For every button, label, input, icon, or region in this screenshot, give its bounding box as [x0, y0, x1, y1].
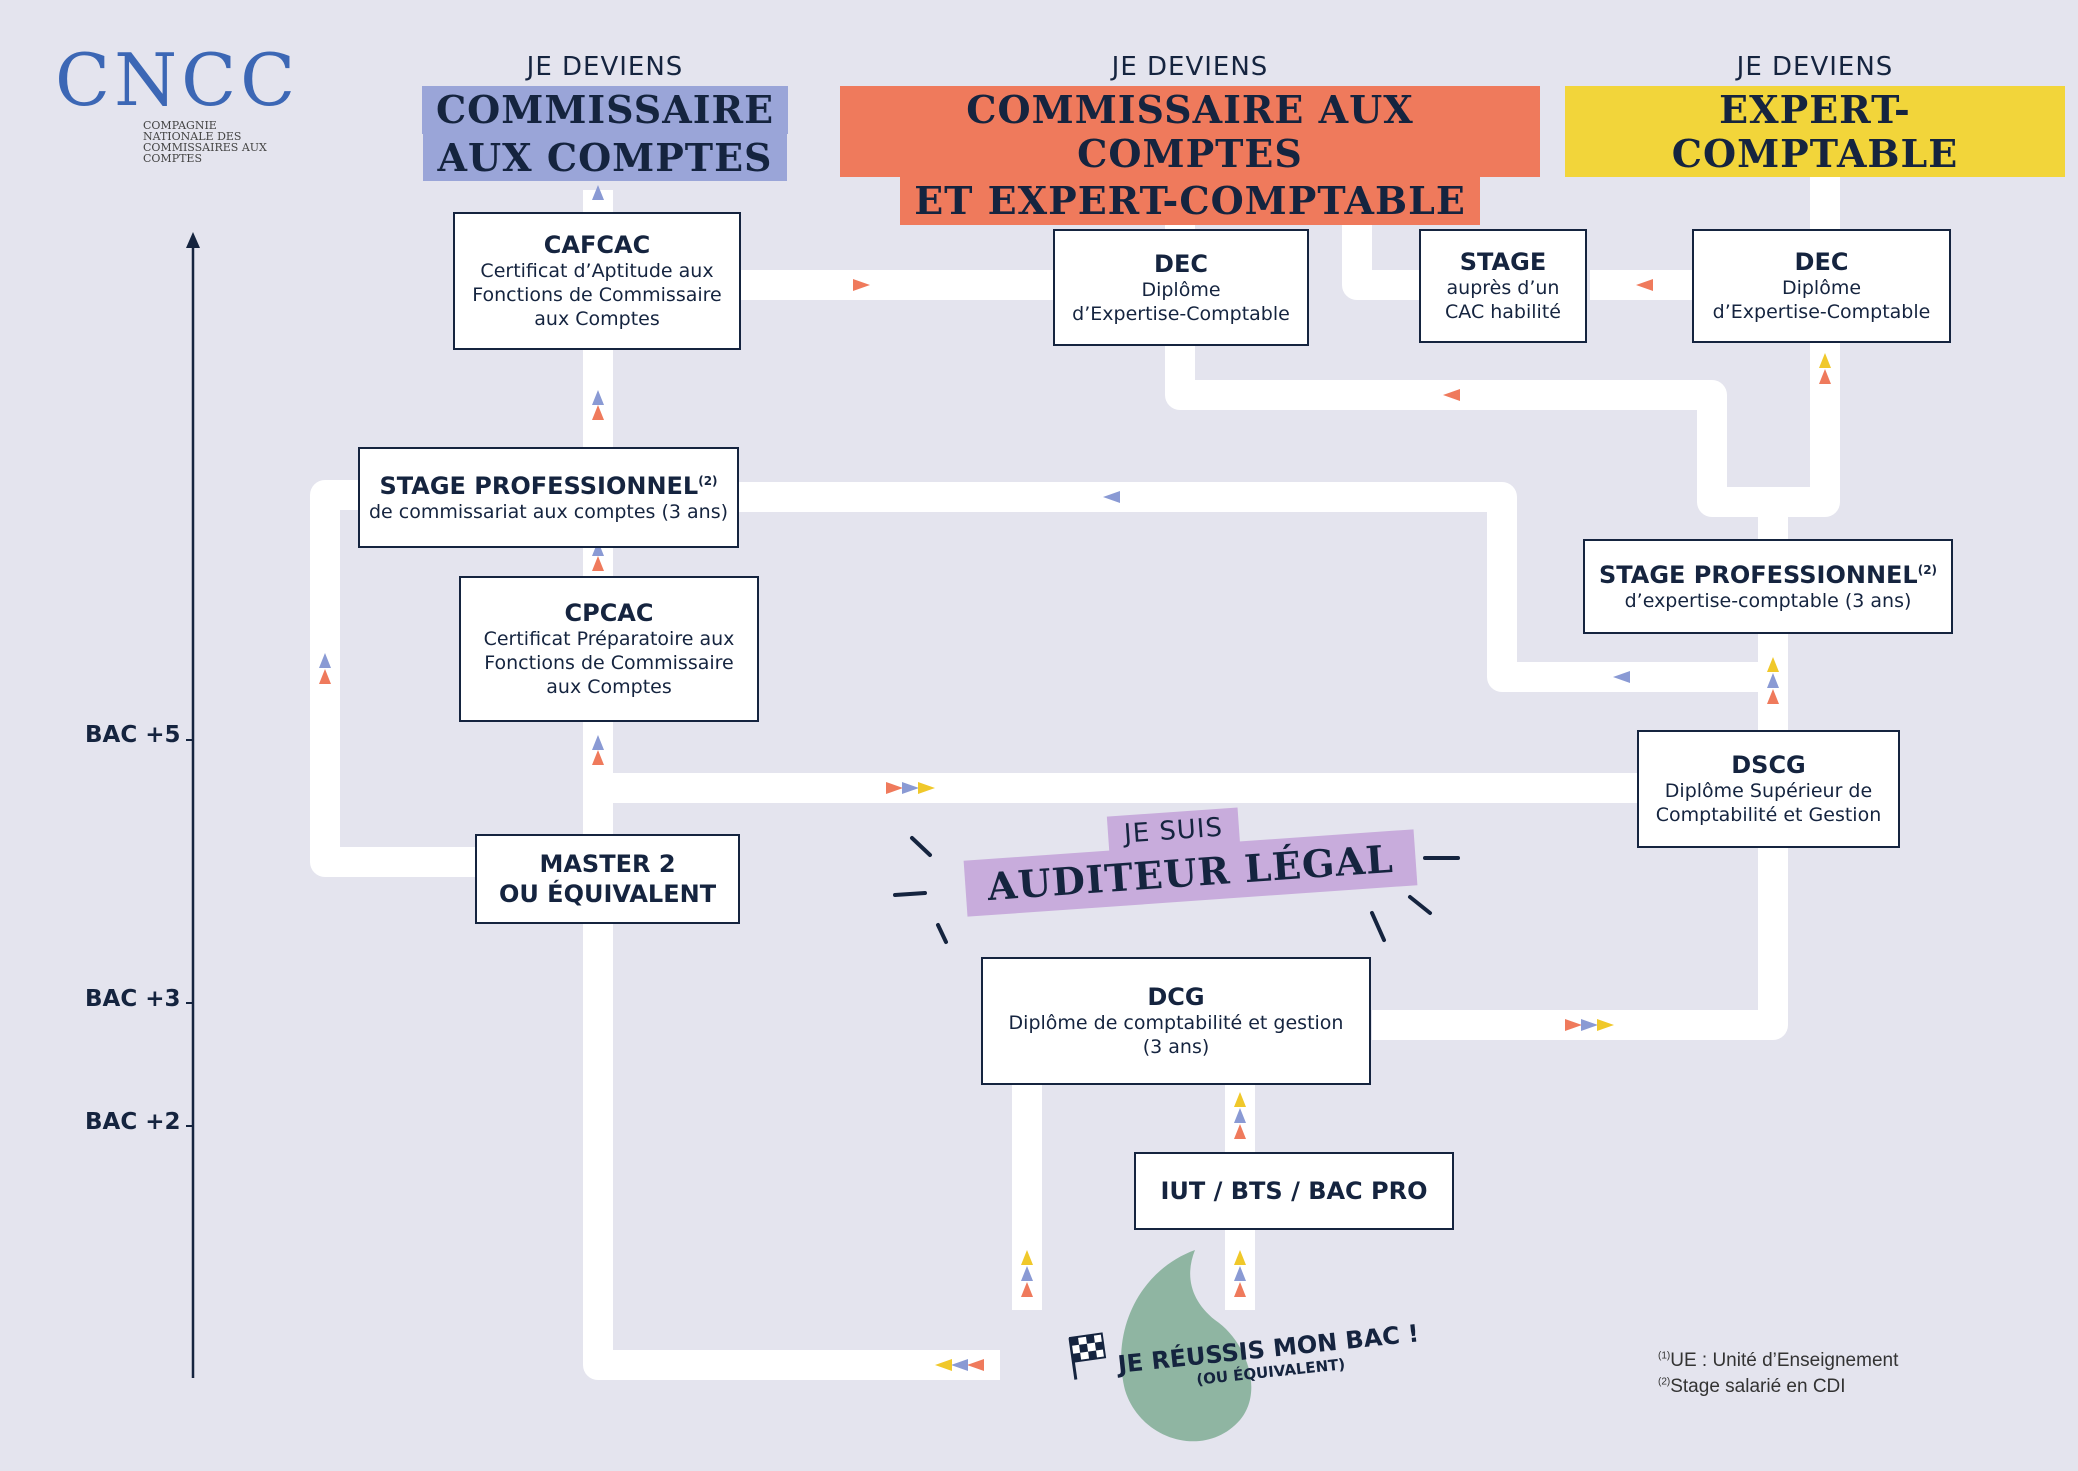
- box-line: Certificat Préparatoire aux: [483, 628, 735, 651]
- box-stage-pro-ec: STAGE PROFESSIONNEL(2) d’expertise-compt…: [1583, 539, 1953, 634]
- box-title: MASTER 2: [539, 850, 676, 878]
- box-line: d’Expertise-Comptable: [1712, 301, 1931, 323]
- footnote-ref: (2): [1917, 562, 1938, 577]
- footnote-mark: (1): [1658, 1350, 1671, 1362]
- logo-letters: CNCC: [55, 38, 300, 122]
- level-bac3: BAC +3: [85, 986, 181, 1012]
- direction-arrows: [319, 158, 1831, 1371]
- box-dcg: DCG Diplôme de comptabilité et gestion (…: [981, 957, 1371, 1085]
- box-title: STAGE PROFESSIONNEL: [379, 471, 699, 500]
- footnote-1: (1)UE : Unité d’Enseignement: [1658, 1348, 1898, 1374]
- logo-line: COMPAGNIE: [143, 119, 217, 132]
- heading-line: COMMISSAIRE: [421, 86, 789, 134]
- heading-cac-ec: JE DEVIENS COMMISSAIRE AUX COMPTES ET EX…: [840, 52, 1540, 226]
- box-line: auprès d’un: [1446, 277, 1560, 300]
- box-title: STAGE PROFESSIONNEL: [1598, 560, 1918, 589]
- box-line: aux Comptes: [534, 307, 660, 330]
- footnote-text: Stage salarié en CDI: [1670, 1375, 1846, 1397]
- box-line: Diplôme: [1781, 277, 1862, 300]
- logo-subtitle: COMPAGNIE NATIONALE DES COMMISSAIRES AUX…: [143, 120, 267, 164]
- box-dec-1: DEC Diplôme d’Expertise-Comptable: [1053, 229, 1309, 346]
- logo-line: NATIONALE DES: [143, 130, 242, 143]
- box-dec-2: DEC Diplôme d’Expertise-Comptable: [1692, 229, 1951, 343]
- heading-line: AUX COMPTES: [423, 133, 787, 182]
- box-title: IUT / BTS / BAC PRO: [1160, 1177, 1428, 1205]
- box-title: DSCG: [1731, 751, 1806, 780]
- footnotes: (1)UE : Unité d’Enseignement (2)Stage sa…: [1658, 1348, 1898, 1399]
- heading-small: JE DEVIENS: [1736, 52, 1894, 82]
- box-line: Fonctions de Commissaire: [484, 652, 734, 675]
- level-bac5: BAC +5: [85, 722, 181, 748]
- cncc-logo: CNCC COMPAGNIE NATIONALE DES COMMISSAIRE…: [55, 38, 300, 164]
- heading-line: COMMISSAIRE AUX COMPTES: [840, 86, 1540, 178]
- box-line: Comptabilité et Gestion: [1655, 804, 1882, 826]
- heading-cac: JE DEVIENS COMMISSAIRE AUX COMPTES: [420, 52, 790, 182]
- level-bac2: BAC +2: [85, 1109, 181, 1135]
- heading-small: JE DEVIENS: [526, 52, 684, 82]
- box-dscg: DSCG Diplôme Supérieur de Comptabilité e…: [1637, 730, 1900, 848]
- box-line: Certificat d’Aptitude aux: [480, 260, 714, 283]
- box-title: DEC: [1154, 249, 1208, 278]
- box-master: MASTER 2 OU ÉQUIVALENT: [475, 834, 740, 924]
- box-line: Diplôme: [1141, 278, 1221, 301]
- burst-lines: [893, 836, 1460, 944]
- footnote-2: (2)Stage salarié en CDI: [1658, 1374, 1898, 1400]
- box-cpcac: CPCAC Certificat Préparatoire aux Foncti…: [459, 576, 759, 722]
- box-line: de commissariat aux comptes (3 ans): [368, 500, 729, 523]
- box-title: CPCAC: [564, 599, 654, 628]
- level-axis: [186, 232, 200, 1378]
- box-title: STAGE: [1459, 248, 1547, 277]
- box-cafcac: CAFCAC Certificat d’Aptitude aux Fonctio…: [453, 212, 741, 350]
- start-blob: [1121, 1250, 1252, 1442]
- road-left-loop: [310, 480, 480, 877]
- box-line: d’Expertise-Comptable: [1072, 302, 1290, 325]
- box-title: CAFCAC: [543, 231, 651, 260]
- box-stage-cac: STAGE auprès d’un CAC habilité: [1419, 229, 1587, 343]
- box-line: Fonctions de Commissaire: [472, 284, 722, 307]
- box-stage-pro-cac: STAGE PROFESSIONNEL(2) de commissariat a…: [358, 447, 739, 548]
- logo-line: COMMISSAIRES AUX: [143, 141, 267, 154]
- road-dec-loop: [1165, 170, 1840, 517]
- box-line: Diplôme Supérieur de: [1664, 780, 1873, 803]
- footnote-text: UE : Unité d’Enseignement: [1670, 1350, 1899, 1371]
- box-line: aux Comptes: [546, 675, 672, 698]
- box-title: DEC: [1794, 248, 1849, 277]
- heading-line: ET EXPERT-COMPTABLE: [900, 177, 1480, 226]
- footnote-mark: (2): [1658, 1376, 1671, 1388]
- box-iut: IUT / BTS / BAC PRO: [1134, 1152, 1454, 1230]
- box-line: CAC habilité: [1445, 301, 1561, 323]
- heading-small: JE DEVIENS: [1111, 52, 1269, 82]
- box-title: OU ÉQUIVALENT: [498, 880, 717, 908]
- checkered-flag-icon: [1068, 1332, 1107, 1380]
- footnote-ref: (2): [698, 473, 718, 488]
- box-line: d’expertise-comptable (3 ans): [1624, 589, 1912, 612]
- box-line: Diplôme de comptabilité et gestion: [1008, 1012, 1344, 1035]
- heading-ec: JE DEVIENS EXPERT-COMPTABLE: [1565, 52, 2065, 178]
- logo-line: COMPTES: [143, 152, 203, 165]
- box-title: DCG: [1147, 983, 1205, 1012]
- heading-line: EXPERT-COMPTABLE: [1565, 86, 2065, 178]
- box-line: (3 ans): [1142, 1036, 1210, 1058]
